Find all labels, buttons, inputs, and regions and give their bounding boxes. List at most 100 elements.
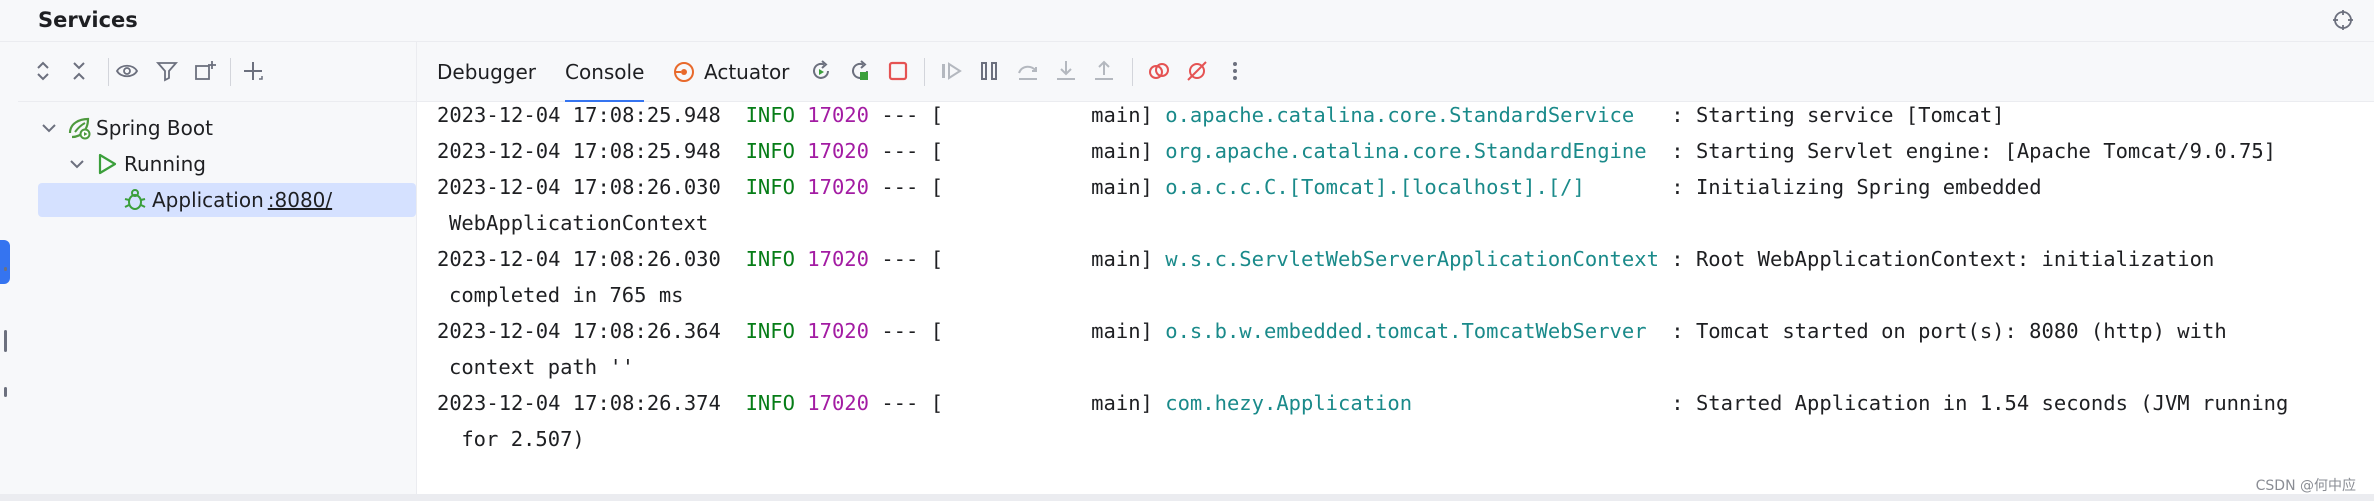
run-icon (98, 153, 117, 175)
step-out-icon[interactable] (1091, 58, 1117, 84)
collapse-all-icon[interactable] (66, 58, 92, 84)
actuator-icon (674, 62, 694, 82)
target-icon[interactable] (2332, 9, 2354, 31)
log-message: : Initializing Spring embedded (1671, 175, 2042, 199)
log-level: INFO (745, 247, 795, 271)
log-thread: main] (1091, 319, 1153, 343)
strip-marker (4, 267, 7, 271)
log-timestamp: 2023-12-04 17:08:26.374 (437, 391, 721, 415)
services-tree: Spring Boot Running Application :8080/ (18, 102, 416, 492)
log-line-continuation: WebApplicationContext (449, 211, 708, 235)
log-thread: main] (1091, 139, 1153, 163)
log-thread: main] (1091, 103, 1153, 127)
log-line-continuation: for 2.507) (449, 427, 585, 451)
log-timestamp: 2023-12-04 17:08:26.030 (437, 175, 721, 199)
log-separator: --- [ (881, 103, 944, 127)
window-title: Services (38, 8, 138, 32)
strip-marker (4, 330, 7, 352)
tool-window-strip (0, 42, 18, 501)
log-pid: 17020 (807, 319, 869, 343)
log-separator: --- [ (881, 247, 944, 271)
log-pid: 17020 (807, 175, 869, 199)
log-level: INFO (745, 319, 795, 343)
tree-item-application[interactable]: Application :8080/ (38, 183, 416, 217)
tree-item-running[interactable]: Running (66, 147, 416, 181)
log-message-continued: context path '' (449, 355, 635, 379)
log-level: INFO (745, 103, 795, 127)
resume-icon[interactable] (938, 58, 964, 84)
log-timestamp: 2023-12-04 17:08:26.364 (437, 319, 721, 343)
pause-icon[interactable] (976, 58, 1002, 84)
log-pid: 17020 (807, 391, 869, 415)
log-message: : Starting Servlet engine: [Apache Tomca… (1671, 139, 2277, 163)
tree-item-spring-boot[interactable]: Spring Boot (38, 111, 416, 145)
log-line: 2023-12-04 17:08:26.364 INFO 17020 --- [… (437, 319, 2227, 343)
log-message-continued: for 2.507) (449, 427, 585, 451)
tab-console[interactable]: Console (565, 42, 645, 103)
add-icon[interactable] (240, 58, 266, 84)
stop-icon[interactable] (885, 58, 911, 84)
log-logger[interactable]: o.a.c.c.C.[Tomcat].[localhost].[/] (1165, 175, 1585, 199)
more-options-icon[interactable] (1222, 58, 1248, 84)
run-toolbar: Debugger Console Actuator (417, 42, 2374, 103)
tab-label: Actuator (704, 60, 790, 84)
expand-all-icon[interactable] (30, 58, 56, 84)
spring-boot-icon (68, 117, 91, 140)
tab-label: Console (565, 60, 645, 84)
log-level: INFO (745, 139, 795, 163)
tree-item-label: Running (124, 152, 206, 176)
tab-debugger[interactable]: Debugger (437, 42, 536, 102)
tab-actuator[interactable]: Actuator (672, 42, 789, 102)
log-timestamp: 2023-12-04 17:08:25.948 (437, 139, 721, 163)
port-link[interactable]: :8080/ (267, 188, 333, 212)
log-logger[interactable]: w.s.c.ServletWebServerApplicationContext (1165, 247, 1659, 271)
services-tool-window-icon[interactable] (0, 240, 10, 284)
mute-breakpoints-icon[interactable] (1184, 58, 1210, 84)
log-timestamp: 2023-12-04 17:08:26.030 (437, 247, 721, 271)
filter-icon[interactable] (154, 58, 180, 84)
title-bar: Services (0, 0, 2374, 42)
log-separator: --- [ (881, 139, 944, 163)
log-message: : Started Application in 1.54 seconds (J… (1671, 391, 2289, 415)
restart-icon[interactable] (847, 58, 873, 84)
tree-item-label: Application (152, 188, 264, 212)
step-into-icon[interactable] (1053, 58, 1079, 84)
log-logger[interactable]: o.s.b.w.embedded.tomcat.TomcatWebServer (1165, 319, 1647, 343)
log-level: INFO (745, 391, 795, 415)
log-logger[interactable]: com.hezy.Application (1165, 391, 1413, 415)
view-breakpoints-icon[interactable] (1146, 58, 1172, 84)
tab-label: Debugger (437, 60, 536, 84)
log-message: : Root WebApplicationContext: initializa… (1671, 247, 2215, 271)
rerun-icon[interactable] (808, 58, 834, 84)
panel-divider[interactable] (416, 42, 417, 494)
log-logger[interactable]: o.apache.catalina.core.StandardService (1165, 103, 1635, 127)
eye-icon[interactable] (114, 58, 140, 84)
chevron-down-icon[interactable] (66, 153, 88, 175)
toolbar-separator (230, 58, 231, 86)
log-line: 2023-12-04 17:08:26.030 INFO 17020 --- [… (437, 247, 2214, 271)
log-pid: 17020 (807, 103, 869, 127)
log-thread: main] (1091, 247, 1153, 271)
log-thread: main] (1091, 175, 1153, 199)
log-timestamp: 2023-12-04 17:08:25.948 (437, 103, 721, 127)
log-thread: main] (1091, 391, 1153, 415)
log-line-continuation: completed in 765 ms (449, 283, 684, 307)
step-over-icon[interactable] (1015, 58, 1041, 84)
log-message-continued: completed in 765 ms (449, 283, 684, 307)
log-line-continuation: context path '' (449, 355, 634, 379)
log-level: INFO (745, 175, 795, 199)
log-separator: --- [ (881, 319, 944, 343)
new-tab-icon[interactable] (192, 58, 218, 84)
log-line: 2023-12-04 17:08:26.374 INFO 17020 --- [… (437, 391, 2288, 415)
toolbar-separator (1132, 58, 1133, 86)
log-separator: --- [ (881, 391, 944, 415)
watermark: CSDN @何中应 (2255, 478, 2356, 494)
chevron-down-icon[interactable] (38, 117, 60, 139)
log-message-continued: WebApplicationContext (449, 211, 709, 235)
log-message: : Starting service [Tomcat] (1671, 103, 2005, 127)
log-line: 2023-12-04 17:08:26.030 INFO 17020 --- [… (437, 175, 2042, 199)
console-output[interactable]: 2023-12-04 17:08:25.948 INFO 17020 --- [… (417, 102, 2374, 494)
log-logger[interactable]: org.apache.catalina.core.StandardEngine (1165, 139, 1647, 163)
toolbar-separator (108, 58, 109, 86)
services-toolbar (18, 42, 416, 102)
